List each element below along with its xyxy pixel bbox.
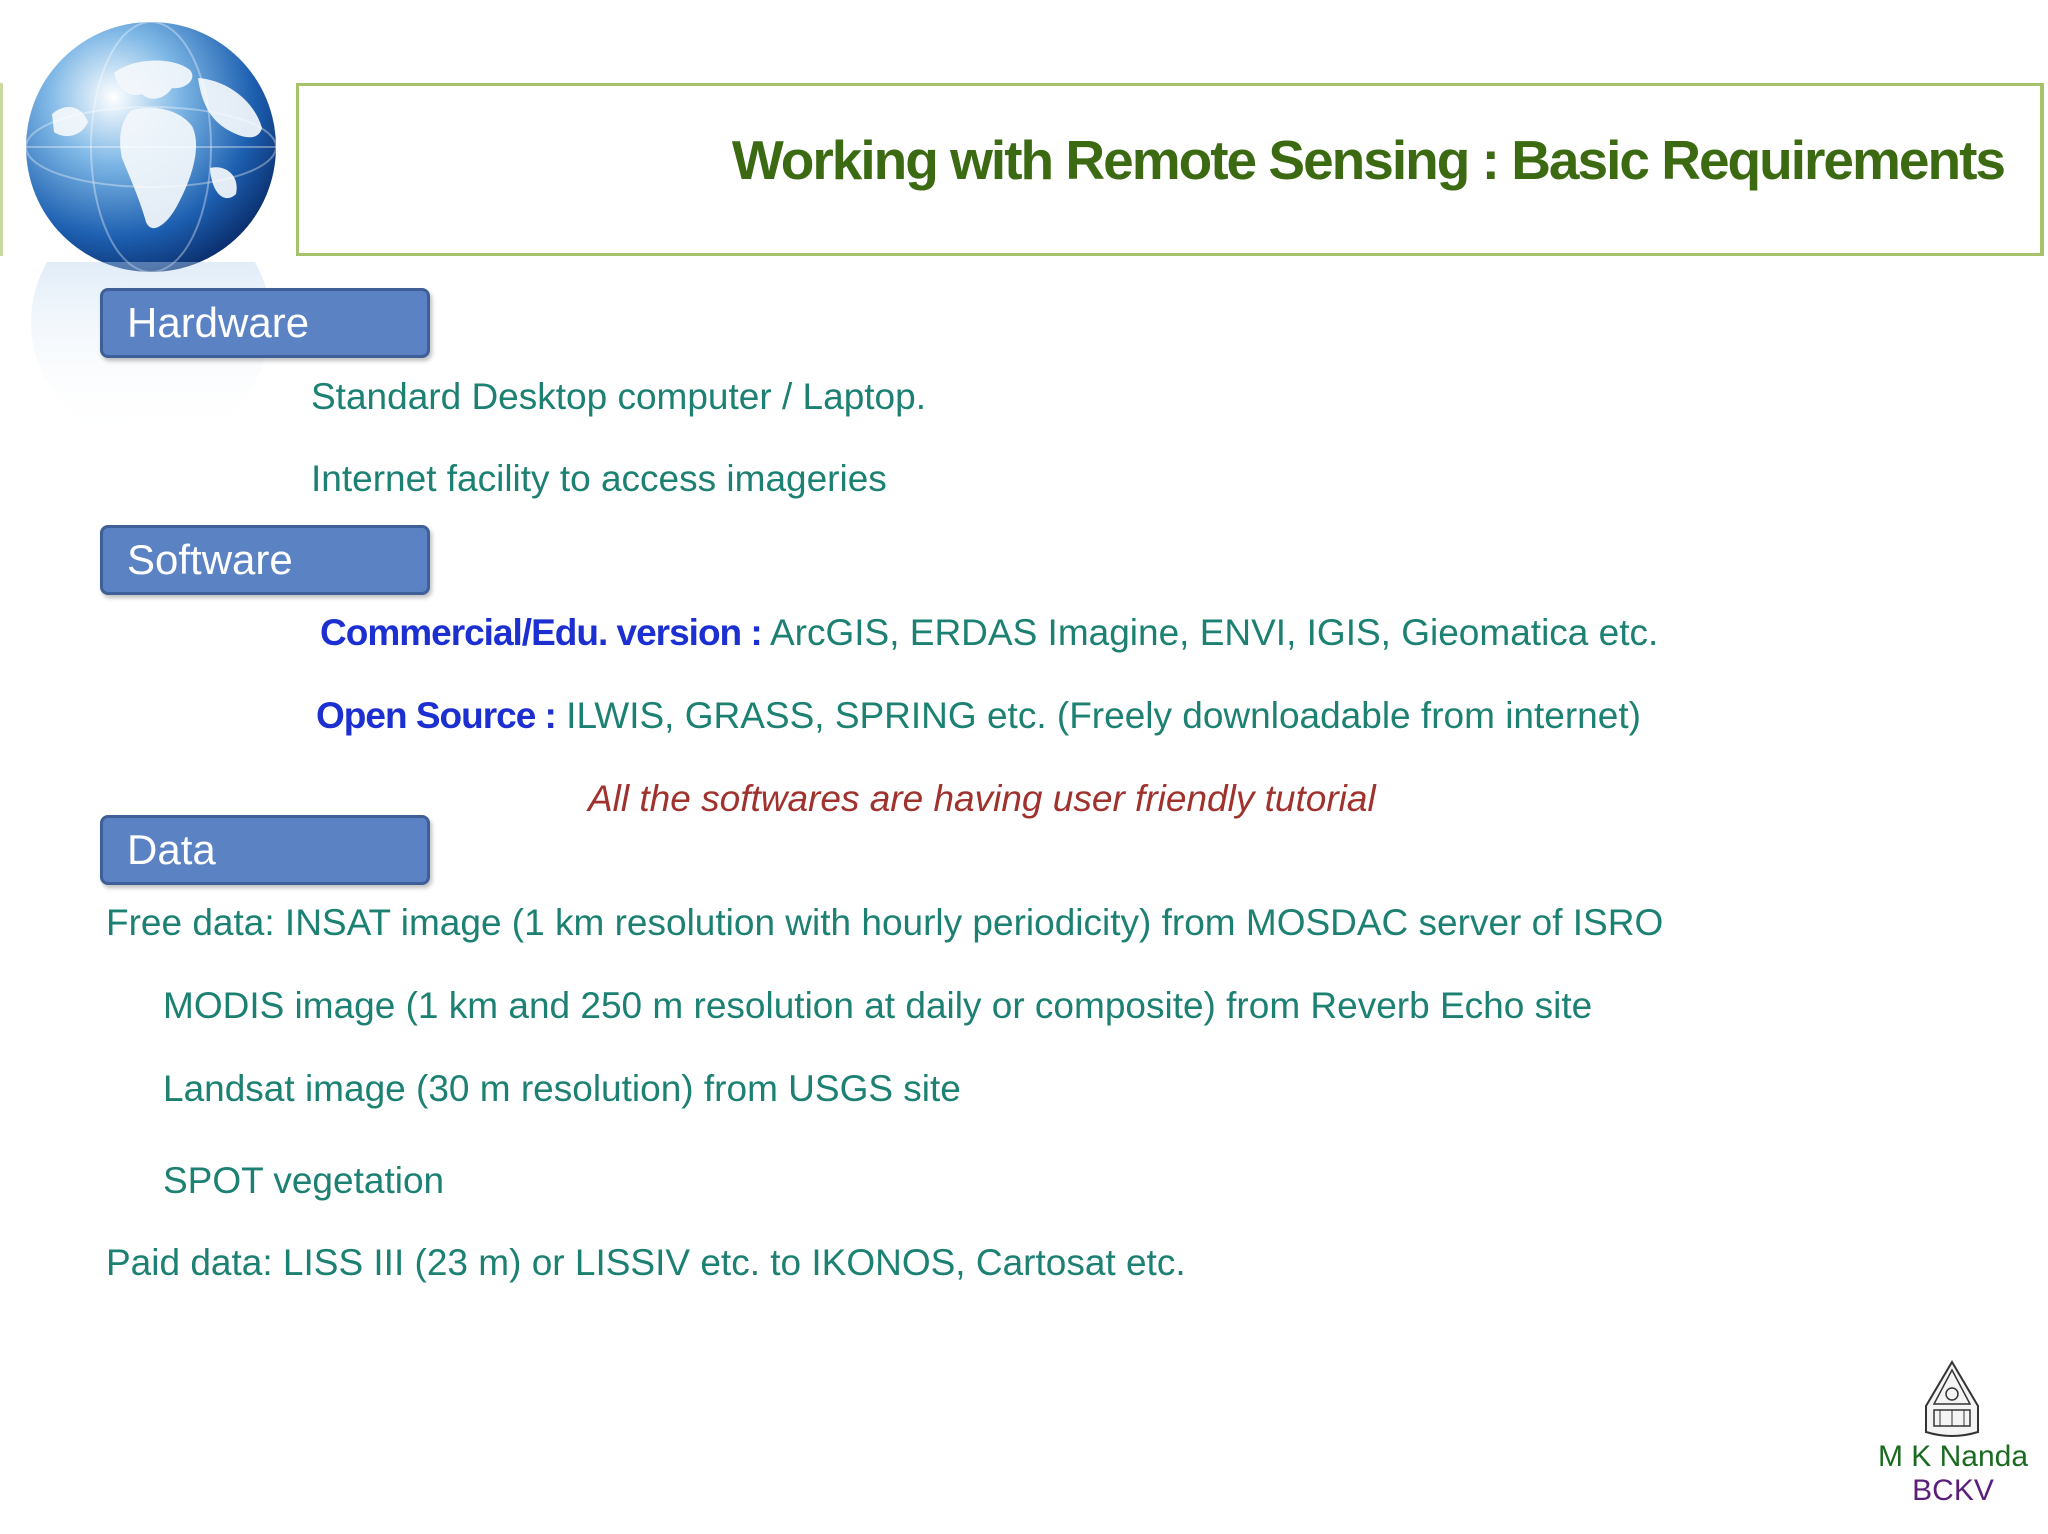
modis-data-line: MODIS image (1 km and 250 m resolution a… (163, 985, 1593, 1026)
open-source-text: ILWIS, GRASS, SPRING etc. (Freely downlo… (555, 695, 1641, 736)
slide-title: Working with Remote Sensing : Basic Requ… (731, 129, 2006, 191)
globe-icon (25, 21, 277, 273)
hardware-item: Standard Desktop computer / Laptop. (311, 376, 926, 417)
software-commercial-line: Commercial/Edu. version : ArcGIS, ERDAS … (320, 612, 1658, 654)
hardware-item: Internet facility to access imageries (311, 458, 887, 499)
section-pill-data: Data (100, 815, 430, 885)
paid-data-line: Paid data: LISS III (23 m) or LISSIV etc… (106, 1242, 1186, 1283)
title-banner (296, 83, 2044, 256)
software-note: All the softwares are having user friend… (588, 778, 1376, 819)
university-seal-icon (1925, 1360, 1979, 1437)
author-name: M K Nanda (1877, 1440, 2029, 1473)
commercial-text: ArcGIS, ERDAS Imagine, ENVI, IGIS, Gieom… (761, 612, 1659, 653)
banner-left-edge (0, 83, 3, 256)
spot-data-line: SPOT vegetation (163, 1160, 445, 1201)
section-pill-software: Software (100, 525, 430, 595)
landsat-data-line: Landsat image (30 m resolution) from USG… (163, 1068, 961, 1109)
commercial-label: Commercial/Edu. version : (320, 612, 763, 653)
free-data-line: Free data: INSAT image (1 km resolution … (106, 902, 1664, 943)
software-open-source-line: Open Source : ILWIS, GRASS, SPRING etc. … (316, 695, 1641, 737)
institution-name: BCKV (1912, 1474, 1994, 1507)
open-source-label: Open Source : (316, 695, 557, 736)
section-pill-hardware: Hardware (100, 288, 430, 358)
